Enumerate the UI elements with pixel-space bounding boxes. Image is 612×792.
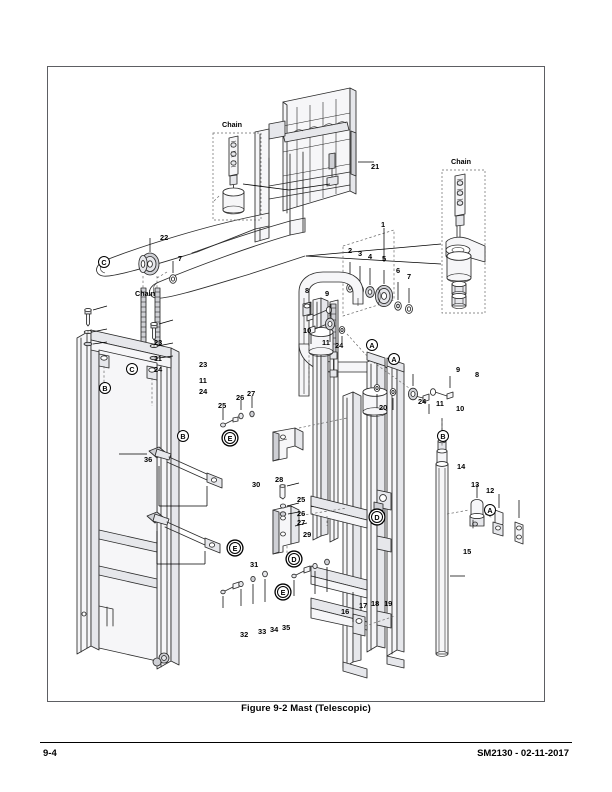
sheave-exploded-group bbox=[342, 228, 413, 317]
callout-27-b: 27 bbox=[297, 518, 306, 527]
callout-11-left: 11 bbox=[322, 338, 330, 347]
callout-36: 36 bbox=[144, 455, 153, 464]
callout-9-right: 9 bbox=[456, 365, 461, 374]
callout-22: 22 bbox=[160, 233, 169, 242]
callout-13: 13 bbox=[471, 480, 480, 489]
callout-1: 1 bbox=[381, 220, 386, 229]
callout-18: 18 bbox=[371, 599, 380, 608]
fork-carriage-assembly bbox=[96, 87, 357, 299]
callout-8-left: 8 bbox=[305, 286, 310, 295]
callout-33: 33 bbox=[258, 627, 267, 636]
main-mast-assembly bbox=[298, 271, 405, 679]
ref-letter-C-left: C bbox=[126, 363, 138, 375]
callout-35: 35 bbox=[282, 623, 291, 632]
callout-4: 4 bbox=[368, 252, 373, 261]
callout-2: 2 bbox=[348, 246, 353, 255]
callout-24-a: 24 bbox=[154, 365, 163, 374]
callout-8-right: 8 bbox=[475, 370, 480, 379]
hardware-cluster-right bbox=[372, 361, 454, 414]
footer-divider bbox=[40, 742, 572, 743]
chain-detail-left bbox=[212, 132, 262, 221]
callout-23-a: 23 bbox=[154, 338, 163, 347]
callout-19: 19 bbox=[384, 599, 393, 608]
callout-14: 14 bbox=[457, 462, 466, 471]
ref-letter-B-left-1: B bbox=[99, 382, 111, 394]
lift-cylinder-assembly bbox=[435, 418, 524, 657]
callout-28: 28 bbox=[275, 475, 284, 484]
callout-24-right: 24 bbox=[418, 397, 427, 406]
chain-label-pulley: Chain bbox=[135, 289, 155, 298]
callout-30: 30 bbox=[252, 480, 261, 489]
callout-29: 29 bbox=[303, 530, 312, 539]
callout-21: 21 bbox=[371, 162, 380, 171]
hose-bracket-assembly-lower bbox=[146, 482, 348, 565]
callout-24-b: 24 bbox=[199, 387, 208, 396]
chain-detail-label-right: Chain bbox=[451, 157, 471, 166]
callout-10-right: 10 bbox=[456, 404, 465, 413]
callout-26-b: 26 bbox=[297, 509, 306, 518]
figure-caption: Figure 9-2 Mast (Telescopic) bbox=[241, 703, 371, 714]
fastener-row-lower-left bbox=[220, 570, 268, 608]
callout-15: 15 bbox=[463, 547, 472, 556]
callout-16: 16 bbox=[341, 607, 350, 616]
chain-detail-label-left: Chain bbox=[222, 120, 242, 129]
callout-25-a: 25 bbox=[218, 401, 227, 410]
callout-9-left: 9 bbox=[325, 289, 330, 298]
ref-letter-B-left-2: B bbox=[177, 430, 189, 442]
callout-20: 20 bbox=[379, 403, 388, 412]
hardware-cluster-left bbox=[306, 302, 368, 386]
technical-illustration: .ln{fill:none;stroke:#2b2b2b;stroke-widt… bbox=[47, 66, 545, 702]
ref-letter-E-lower: E bbox=[229, 542, 241, 554]
ref-letter-B-right: B bbox=[437, 430, 449, 442]
callout-32: 32 bbox=[240, 630, 249, 639]
ref-letter-D-mast: D bbox=[371, 511, 383, 523]
hose-bracket-assembly-upper bbox=[148, 396, 348, 507]
callout-10-left: 10 bbox=[303, 326, 312, 335]
callout-17: 17 bbox=[359, 601, 368, 610]
ref-letter-D-lower: D bbox=[288, 553, 300, 565]
document-id: SM2130 - 02-11-2017 bbox=[477, 748, 569, 759]
callout-24-left: 24 bbox=[335, 341, 344, 350]
callout-23-b: 23 bbox=[199, 360, 208, 369]
chain-detail-right bbox=[441, 169, 486, 314]
left-mast-frame bbox=[76, 305, 180, 670]
callout-31: 31 bbox=[250, 560, 259, 569]
callout-7: 7 bbox=[407, 272, 412, 281]
callout-25-b: 25 bbox=[297, 495, 306, 504]
callout-12: 12 bbox=[486, 486, 495, 495]
pulley-chain-group bbox=[138, 238, 177, 349]
callout-3: 3 bbox=[358, 249, 363, 258]
callout-11-a: 11 bbox=[154, 354, 162, 363]
page-number: 9-4 bbox=[43, 748, 57, 759]
callout-6: 6 bbox=[396, 266, 401, 275]
ref-letter-E-upper: E bbox=[224, 432, 236, 444]
callout-11-b: 11 bbox=[199, 376, 207, 385]
callout-11-right: 11 bbox=[436, 399, 444, 408]
callout-27-a: 27 bbox=[247, 389, 256, 398]
ref-letter-C-pulley: C bbox=[98, 256, 110, 268]
callout-5: 5 bbox=[382, 254, 387, 263]
ref-letter-A-2: A bbox=[388, 353, 400, 365]
callout-26-a: 26 bbox=[236, 393, 245, 402]
callout-34: 34 bbox=[270, 625, 279, 634]
ref-letter-A-1: A bbox=[366, 339, 378, 351]
fastener-row-lower-center bbox=[291, 558, 396, 627]
ref-letter-A-3: A bbox=[484, 504, 496, 516]
callout-7b: 7 bbox=[178, 254, 183, 263]
ref-letter-E-bottom: E bbox=[277, 586, 289, 598]
